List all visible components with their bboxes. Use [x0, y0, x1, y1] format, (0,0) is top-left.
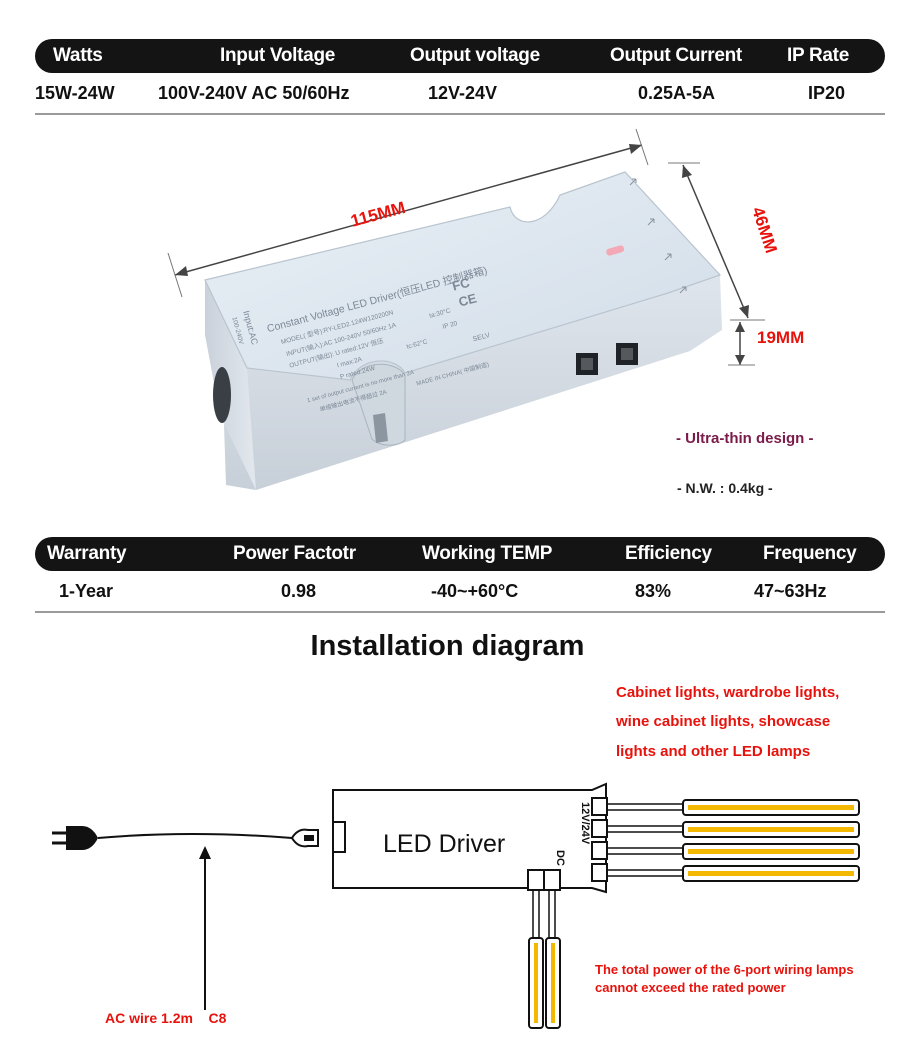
right-wires	[607, 803, 683, 877]
spec-table-top: Watts Input Voltage Output voltage Outpu…	[35, 39, 885, 115]
lamps-text-line3: lights and other LED lamps	[616, 743, 811, 760]
header-efficiency: Efficiency	[625, 543, 712, 564]
led-strip	[682, 799, 860, 816]
c8-connector-icon	[290, 828, 319, 848]
spec-table-bottom-row: 1-Year 0.98 -40~+60°C 83% 47~63Hz	[35, 571, 885, 613]
label-ce: CE	[457, 290, 479, 309]
value-warranty: 1-Year	[59, 581, 114, 601]
header-output-current: Output Current	[610, 45, 742, 66]
header-watts: Watts	[53, 45, 103, 66]
product-illustration: 115MM 46MM 19MM Constant Voltage LED Dr	[167, 128, 804, 490]
value-efficiency: 83%	[635, 581, 672, 601]
dimension-length	[167, 128, 649, 298]
header-power-factor: Power Factotr	[233, 543, 356, 564]
header-ip-rate: IP Rate	[787, 45, 849, 66]
voltage-label: 12V/24V	[579, 802, 591, 845]
header-warranty: Warranty	[47, 543, 127, 564]
bottom-wires	[532, 890, 556, 938]
led-strip	[682, 865, 860, 882]
value-output-current: 0.25A-5A	[638, 83, 716, 103]
ac-wire-label: AC wire 1.2m C8	[105, 1010, 227, 1026]
spec-table-top-header: Watts Input Voltage Output voltage Outpu…	[35, 39, 885, 73]
power-note-line2: cannot exceed the rated power	[595, 980, 786, 995]
driver-box	[332, 782, 607, 894]
value-working-temp: -40~+60°C	[431, 581, 519, 601]
led-strip	[682, 821, 860, 838]
value-output-voltage: 12V-24V	[428, 83, 498, 103]
header-working-temp: Working TEMP	[422, 543, 553, 564]
spec-table-top-row: 15W-24W 100V-240V AC 50/60Hz 12V-24V 0.2…	[35, 73, 885, 115]
dimension-width-label: 46MM	[748, 205, 781, 256]
label-selv: SELV	[472, 332, 491, 343]
label-ip: IP 20	[442, 320, 459, 331]
port-arrows	[629, 178, 687, 294]
ac-wire	[97, 833, 293, 839]
led-strip	[545, 937, 561, 1029]
value-ip-rate: IP20	[808, 83, 846, 103]
lamps-text-line2: wine cabinet lights, showcase	[616, 713, 831, 730]
led-strip	[528, 937, 544, 1029]
ultra-thin-note: - Ultra-thin design -	[676, 430, 814, 447]
header-output-voltage: Output voltage	[410, 45, 540, 66]
value-watts: 15W-24W	[35, 83, 115, 103]
lamps-text-line1: Cabinet lights, wardrobe lights,	[616, 684, 840, 701]
value-frequency: 47~63Hz	[754, 581, 827, 601]
led-strip	[682, 843, 860, 860]
led-strips-bottom	[528, 937, 561, 1029]
label-fc: FC	[451, 275, 472, 294]
indicator-light	[606, 245, 625, 256]
dimension-length-label: 115MM	[349, 198, 408, 231]
dc-label: DC	[554, 850, 566, 866]
ac-plug-icon	[52, 826, 98, 850]
dimension-height	[728, 322, 755, 366]
driver-bottom-ports	[527, 869, 561, 891]
installation-title: Installation diagram	[310, 630, 585, 662]
driver-label: LED Driver	[383, 830, 505, 858]
header-input-voltage: Input Voltage	[220, 45, 336, 66]
box-front-face	[224, 275, 722, 490]
power-note-line1: The total power of the 6-port wiring lam…	[595, 962, 854, 977]
driver-right-ports	[591, 797, 608, 882]
ac-wire-arrow	[199, 846, 211, 1010]
dimension-height-label: 19MM	[757, 328, 804, 347]
box-top-face	[204, 171, 722, 381]
weight-note: - N.W. : 0.4kg -	[677, 480, 773, 496]
wiring-diagram: LED Driver DC 12V/24V	[52, 782, 860, 1029]
side-port	[213, 367, 231, 423]
value-input-voltage: 100V-240V AC 50/60Hz	[158, 83, 350, 103]
value-power-factor: 0.98	[281, 581, 317, 601]
led-strips-right	[682, 799, 860, 882]
dimension-width	[668, 162, 765, 321]
spec-table-bottom: Warranty Power Factotr Working TEMP Effi…	[35, 537, 885, 613]
box-side-face	[205, 280, 256, 490]
header-frequency: Frequency	[763, 543, 857, 564]
spec-table-bottom-header: Warranty Power Factotr Working TEMP Effi…	[35, 537, 885, 571]
